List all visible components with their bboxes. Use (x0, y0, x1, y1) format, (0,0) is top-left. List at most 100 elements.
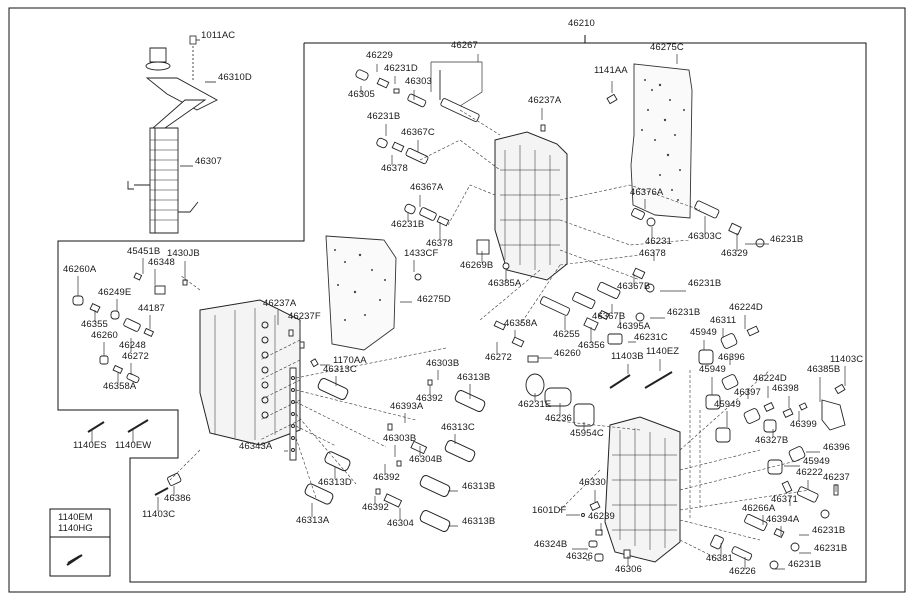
part-label-46348: 46348 (148, 257, 175, 268)
part-label-46260-l: 46260 (91, 330, 118, 341)
lower-valve-body (604, 416, 681, 563)
part-label-46260-c: 46260 (554, 348, 581, 359)
part-label-46327b: 46327B (755, 435, 789, 446)
part-label-46231b-3: 46231B (770, 234, 804, 245)
part-label-11403c-r: 11403C (830, 354, 864, 365)
part-label-46231c: 46231C (634, 332, 668, 343)
part-label-44187: 44187 (138, 303, 165, 314)
wiring-harness-46307 (127, 47, 218, 234)
part-label-46378-3: 46378 (639, 248, 666, 259)
part-label-46329: 46329 (721, 248, 748, 259)
part-label-46237a-l: 46237A (263, 298, 297, 309)
connector-strip-46343A (289, 367, 297, 461)
part-label-1140es: 1140ES (73, 440, 107, 451)
part-label-46356: 46356 (578, 340, 605, 351)
legend-box-label-2: 1140HG (58, 523, 93, 534)
part-label-46303c: 46303C (688, 231, 722, 242)
part-label-46313d: 46313D (318, 477, 352, 488)
part-label-46255: 46255 (553, 329, 580, 340)
part-label-46275c: 46275C (650, 42, 684, 53)
part-label-46231d: 46231D (384, 63, 418, 74)
part-label-46367c: 46367C (401, 127, 435, 138)
part-label-46239: 46239 (588, 511, 615, 522)
part-label-46224d-2: 46224D (753, 373, 787, 384)
part-label-46367a: 46367A (410, 182, 444, 193)
part-label-46392-1: 46392 (416, 393, 443, 404)
side-valve-body (199, 299, 301, 446)
part-label-46303b-1: 46303B (426, 358, 460, 369)
part-label-46222: 46222 (796, 467, 823, 478)
part-label-46237f: 46237F (288, 311, 321, 322)
part-label-46269b: 46269B (460, 260, 494, 271)
part-label-1141aa: 1141AA (594, 65, 628, 76)
part-label-11403c-l: 11403C (142, 509, 176, 520)
part-label-1140ez: 1140EZ (646, 346, 680, 357)
part-label-46231b-8: 46231B (788, 559, 822, 570)
part-label-1140ew: 1140EW (115, 440, 152, 451)
part-label-46398: 46398 (772, 383, 799, 394)
part-label-46237: 46237 (823, 472, 850, 483)
part-label-46393a: 46393A (390, 401, 424, 412)
part-label-46313b-2: 46313B (462, 481, 496, 492)
part-label-46394a: 46394A (766, 514, 800, 525)
part-label-46231b-6: 46231B (812, 525, 846, 536)
part-label-46367b-2: 46367B (592, 311, 626, 322)
part-label-46313c-1: 46313C (323, 364, 357, 375)
part-label-46231b-5: 46231B (667, 307, 701, 318)
legend-bolt-icon (67, 555, 81, 564)
part-label-46396-2: 46396 (823, 442, 850, 453)
part-label-46371: 46371 (771, 494, 798, 505)
part-label-46249e: 46249E (98, 287, 132, 298)
solenoids (304, 378, 486, 532)
part-label-46231: 46231 (645, 236, 672, 247)
part-label-46385b: 46385B (807, 364, 841, 375)
part-label-45949-2: 45949 (699, 364, 726, 375)
part-label-45949-4: 45949 (803, 456, 830, 467)
part-label-46237a-top: 46237A (528, 95, 562, 106)
part-label-45949-1: 45949 (690, 327, 717, 338)
assembly-46210-frame (57, 42, 867, 583)
part-label-46266a: 46266A (742, 503, 776, 514)
part-label-46358a-l: 46358A (103, 381, 137, 392)
part-label-46367b-1: 46367B (617, 281, 651, 292)
part-label-46303b-2: 46303B (383, 433, 417, 444)
part-label-45954c: 45954C (570, 428, 604, 439)
part-label-46310d: 46310D (218, 72, 252, 83)
part-label-46231b-4: 46231B (688, 278, 722, 289)
part-label-46378-2: 46378 (426, 238, 453, 249)
separator-plate-46275D (325, 235, 397, 351)
part-label-46396-1: 46396 (718, 352, 745, 363)
part-label-46395a: 46395A (617, 321, 651, 332)
part-label-46272-c: 46272 (485, 352, 512, 363)
part-label-46224d-1: 46224D (729, 302, 763, 313)
part-label-46231e: 46231E (518, 399, 552, 410)
leader-lines (77, 54, 846, 570)
part-label-46311: 46311 (710, 315, 737, 326)
outer-frame (8, 7, 906, 593)
part-label-45949-3: 45949 (714, 399, 741, 410)
part-label-1433cf: 1433CF (404, 248, 439, 259)
part-label-1430jb: 1430JB (167, 248, 200, 259)
part-label-46313a: 46313A (296, 515, 330, 526)
part-label-46313c-2: 46313C (441, 422, 475, 433)
part-label-46385a: 46385A (488, 278, 522, 289)
part-label-46303: 46303 (405, 76, 432, 87)
part-label-1170aa: 1170AA (333, 355, 367, 366)
part-label-1601df: 1601DF (532, 505, 567, 516)
part-label-46330: 46330 (579, 477, 606, 488)
part-label-46236: 46236 (545, 413, 572, 424)
part-label-46226: 46226 (729, 566, 756, 577)
part-label-46358a-c: 46358A (504, 318, 538, 329)
part-label-46378-1: 46378 (381, 163, 408, 174)
part-label-46260a: 46260A (63, 264, 97, 275)
part-label-46392-2: 46392 (373, 472, 400, 483)
part-label-46210: 46210 (568, 18, 595, 29)
part-label-46392-3: 46392 (362, 502, 389, 513)
part-label-46399: 46399 (790, 419, 817, 430)
part-label-45451b: 45451B (127, 246, 161, 257)
part-label-46272-l: 46272 (122, 351, 149, 362)
part-label-46275d: 46275D (417, 294, 451, 305)
part-label-11403b: 11403B (611, 351, 644, 362)
part-label-46231b-2: 46231B (391, 219, 425, 230)
legend-box-frame (49, 508, 111, 577)
